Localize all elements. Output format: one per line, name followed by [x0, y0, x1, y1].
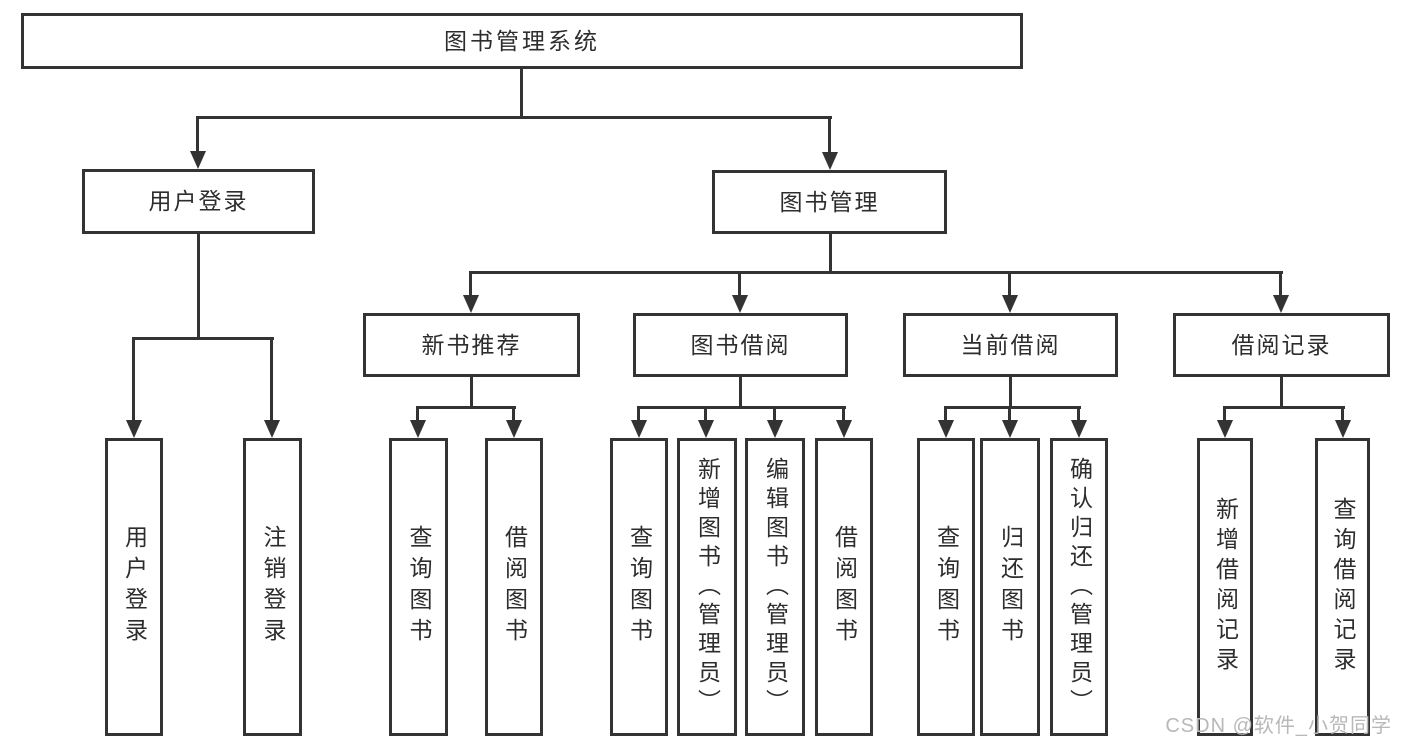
edge-borrowing-bar — [637, 406, 846, 409]
leaf-logout: 注销登录 — [243, 438, 302, 736]
leaf-current-confirm-return-admin: 确认归还（管理员） — [1050, 438, 1108, 736]
edge-records-bar — [1223, 406, 1345, 409]
edge-records-stem — [1280, 377, 1283, 409]
leaf-current-query-books: 查询图书 — [917, 438, 975, 736]
leaf-borrowing-add-books-admin: 新增图书（管理员） — [677, 438, 737, 736]
node-current-borrowing: 当前借阅 — [903, 313, 1118, 377]
csdn-watermark: CSDN @软件_小贺同学 — [1165, 715, 1392, 737]
edge-user-login-bar — [132, 337, 274, 340]
arrow-to-user-login-icon — [190, 117, 206, 169]
arrow-to-cr-confirm-icon — [1071, 407, 1087, 438]
leaf-newbooks-borrow-books: 借阅图书 — [485, 438, 543, 736]
arrow-to-records-icon — [1273, 272, 1289, 313]
arrow-to-new-book-icon — [463, 272, 479, 313]
edge-book-management-bar — [469, 271, 1283, 274]
edge-user-login-stem — [197, 234, 200, 340]
arrow-to-bw-query-icon — [631, 407, 647, 438]
node-book-borrowing: 图书借阅 — [633, 313, 848, 377]
edge-current-bar — [944, 406, 1081, 409]
node-book-management: 图书管理 — [712, 170, 947, 234]
node-library-system: 图书管理系统 — [21, 13, 1023, 69]
leaf-borrowing-edit-books-admin: 编辑图书（管理员） — [745, 438, 805, 736]
arrow-to-rc-add-icon — [1217, 407, 1233, 438]
arrow-to-bw-borrow-icon — [836, 407, 852, 438]
leaf-records-query-record: 查询借阅记录 — [1315, 438, 1370, 736]
arrow-to-cr-query-icon — [938, 407, 954, 438]
arrow-to-current-icon — [1002, 272, 1018, 313]
edge-borrowing-stem — [739, 377, 742, 409]
node-new-book-recommend: 新书推荐 — [363, 313, 580, 377]
arrow-to-nb-query-icon — [410, 407, 426, 438]
leaf-records-add-record: 新增借阅记录 — [1197, 438, 1253, 736]
arrow-to-book-management-icon — [822, 117, 838, 170]
arrow-to-bw-add-icon — [698, 407, 714, 438]
leaf-user-login: 用户登录 — [105, 438, 163, 736]
arrow-to-nb-borrow-icon — [506, 407, 522, 438]
arrow-to-cr-return-icon — [1002, 407, 1018, 438]
node-borrow-records: 借阅记录 — [1173, 313, 1390, 377]
leaf-borrowing-query-books: 查询图书 — [610, 438, 668, 736]
edge-current-stem — [1009, 377, 1012, 409]
arrow-to-borrowing-icon — [732, 272, 748, 313]
edge-new-book-stem — [470, 377, 473, 409]
edge-book-management-stem — [829, 234, 832, 274]
arrow-to-bw-edit-icon — [767, 407, 783, 438]
arrow-to-rc-query-icon — [1335, 407, 1351, 438]
edge-level1-bar — [196, 116, 832, 119]
leaf-current-return-books: 归还图书 — [980, 438, 1040, 736]
leaf-newbooks-query-books: 查询图书 — [389, 438, 448, 736]
leaf-borrowing-borrow-books: 借阅图书 — [815, 438, 873, 736]
edge-root-stem — [520, 69, 523, 119]
node-user-login: 用户登录 — [82, 169, 315, 234]
edge-new-book-bar — [416, 406, 516, 409]
arrow-to-leaf-user-login-icon — [126, 338, 142, 438]
arrow-to-leaf-logout-icon — [264, 338, 280, 438]
